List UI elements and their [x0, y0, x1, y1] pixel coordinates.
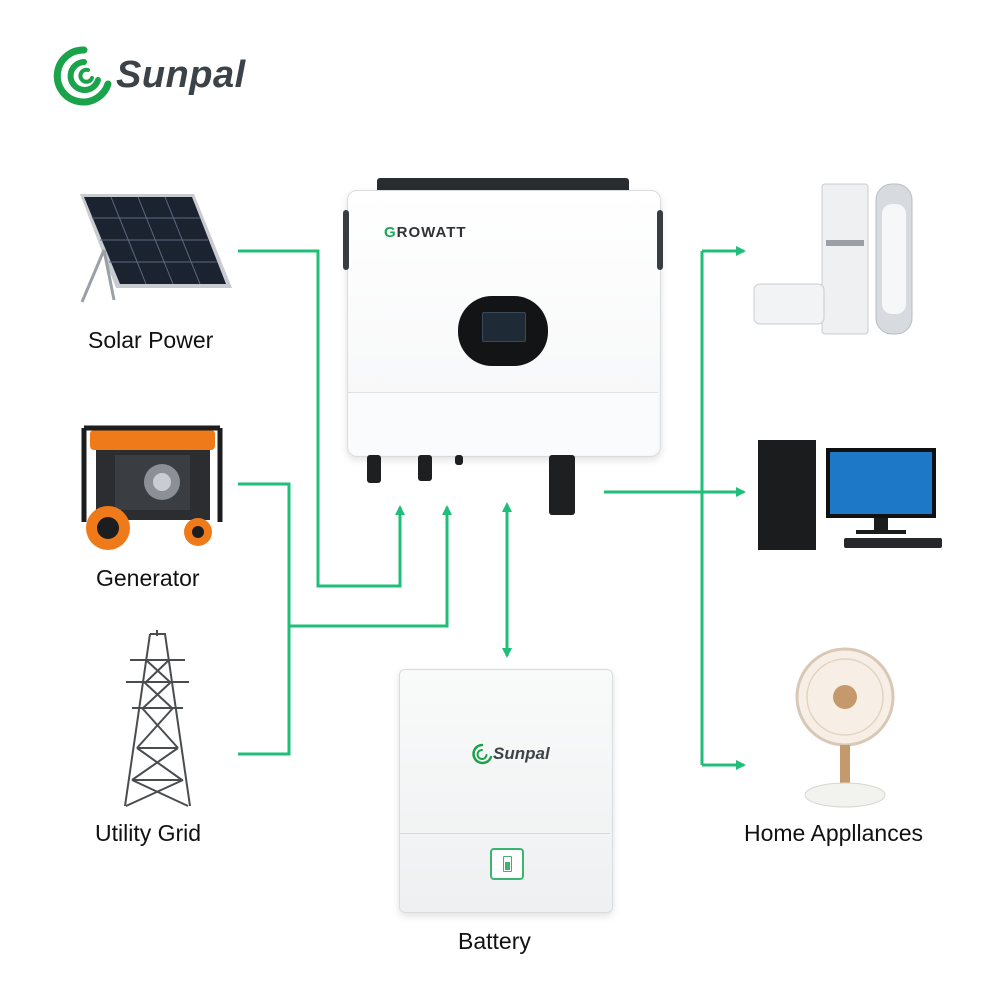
generator-flow-line [238, 482, 452, 628]
battery-indicator-icon [490, 848, 524, 880]
battery-label: Battery [458, 928, 531, 954]
solar-power-label: Solar Power [88, 327, 214, 353]
inverter-port [367, 455, 381, 483]
air-conditioner-icon [753, 183, 913, 335]
grid-flow-line [238, 626, 291, 756]
generator-icon [81, 425, 223, 550]
solar-flow-line [238, 249, 405, 588]
home-appliances-label: Home Appllances [744, 820, 923, 846]
inverter-lower-panel [348, 392, 658, 455]
solar-panel-icon [80, 194, 232, 303]
battery-brand: Sunpal [493, 744, 550, 763]
inverter-brand: GROWATT [384, 224, 467, 241]
fan-icon [795, 647, 895, 808]
inverter-port [418, 455, 432, 481]
inverter-brand-rest: ROWATT [396, 224, 467, 241]
sunpal-logo-icon [53, 46, 112, 106]
inverter-port [455, 455, 463, 465]
inverter-handle-right [657, 210, 663, 270]
battery-divider [400, 833, 610, 834]
generator-label: Generator [96, 565, 200, 591]
inverter-handle-left [343, 210, 349, 270]
utility-grid-label: Utility Grid [95, 820, 202, 846]
computer-icon [758, 440, 942, 550]
brand-name: Sunpal [116, 54, 246, 96]
inverter-screen [482, 312, 526, 342]
inverter-brand-initial: G [384, 224, 397, 241]
power-tower-icon [124, 630, 191, 807]
inverter-port [549, 455, 575, 515]
battery-sunpal-logo-icon [472, 743, 493, 765]
